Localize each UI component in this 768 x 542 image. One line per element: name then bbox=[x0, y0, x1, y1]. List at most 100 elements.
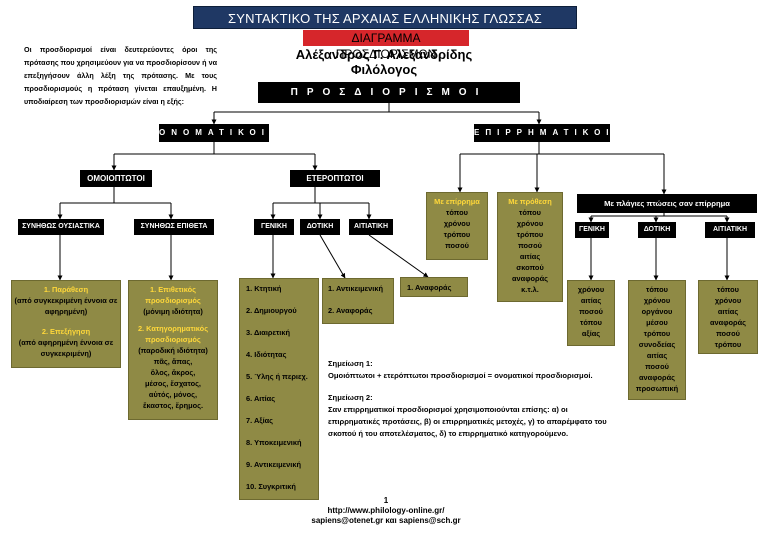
leaf-me-epirrima-word: τρόπου bbox=[443, 230, 471, 239]
leaf-plagies-dotiki-word: μέσου bbox=[646, 318, 668, 327]
leaf-plagies-dotiki-word: συνοδείας bbox=[638, 340, 676, 349]
leaf-me-prothesi-word: ποσού bbox=[518, 241, 542, 250]
leaf-dotiki-list: 1. Αντικειμενική 2. Αναφοράς bbox=[322, 278, 394, 324]
leaf-dotiki-item: 1. Αντικειμενική bbox=[328, 284, 383, 293]
leaf-ousiastika-head-1: 1. Παράθεση bbox=[43, 285, 89, 294]
note-1-title: Σημείωση 1: bbox=[328, 359, 373, 368]
leaf-ousiastika: 1. Παράθεση (από συγκεκριμένη έννοια σε … bbox=[11, 280, 121, 368]
node-synithos-epitheta: ΣΥΝΗΘΩΣ ΕΠΙΘΕΤΑ bbox=[134, 219, 214, 235]
node-onomatikoi: ΟΝΟΜΑΤΙΚΟΙ bbox=[159, 124, 269, 142]
node-root: ΠΡΟΣΔΙΟΡΙΣΜΟΙ bbox=[258, 82, 520, 103]
footer-emails: sapiens@otenet.gr και sapiens@sch.gr bbox=[311, 516, 461, 525]
leaf-geniki-item: 6. Αιτίας bbox=[246, 394, 276, 403]
leaf-me-epirrima-head: Με επίρρημα bbox=[434, 197, 480, 206]
leaf-me-epirrima-word: τόπου bbox=[446, 208, 468, 217]
note-2: Σημείωση 2: Σαν επιρρηματικοί προσδιορισ… bbox=[328, 392, 610, 440]
leaf-epitheta: 1. Επιθετικός προσδιορισμός (μόνιμη ιδιό… bbox=[128, 280, 218, 420]
leaf-geniki-item: 5. Ύλης ή περιεχ. bbox=[246, 372, 308, 381]
leaf-plagies-geniki-word: αξίας bbox=[581, 329, 601, 338]
leaf-epitheta-head-1: 1. Επιθετικός προσδιορισμός bbox=[145, 285, 201, 305]
leaf-plagies-dotiki: τόπου χρόνου οργάνου μέσου τρόπου συνοδε… bbox=[628, 280, 686, 400]
leaf-dotiki-item: 2. Αναφοράς bbox=[328, 306, 373, 315]
leaf-epitheta-word: μέσος, ἔσχατος, bbox=[145, 379, 201, 388]
node-plagies-aitiatiki: ΑΙΤΙΑΤΙΚΗ bbox=[705, 222, 755, 238]
intro-paragraph: Οι προσδιορισμοί είναι δευτερεύοντες όρο… bbox=[24, 45, 217, 106]
node-synithos-ousiastika: ΣΥΝΗΘΩΣ ΟΥΣΙΑΣΤΙΚΑ bbox=[18, 219, 104, 235]
leaf-geniki-item: 3. Διαιρετική bbox=[246, 328, 290, 337]
leaf-plagies-aitiatiki-word: τρόπου bbox=[714, 340, 742, 349]
leaf-geniki-item: 8. Υποκειμενική bbox=[246, 438, 302, 447]
leaf-plagies-dotiki-word: αιτίας bbox=[646, 351, 668, 360]
leaf-plagies-aitiatiki: τόπου χρόνου αιτίας αναφοράς ποσού τρόπο… bbox=[698, 280, 758, 354]
leaf-me-prothesi: Με πρόθεση τόπου χρόνου τρόπου ποσού αιτ… bbox=[497, 192, 563, 302]
leaf-epitheta-word: αὐτός, μόνος, bbox=[148, 390, 198, 399]
leaf-plagies-aitiatiki-word: ποσού bbox=[716, 329, 740, 338]
footer-page-number: 1 bbox=[383, 496, 389, 505]
leaf-geniki-item: 1. Κτητική bbox=[246, 284, 282, 293]
leaf-ousiastika-sub-2: (από αφηρημένη έννοια σε συγκεκριμένη) bbox=[18, 338, 114, 358]
leaf-plagies-dotiki-word: χρόνου bbox=[643, 296, 671, 305]
leaf-plagies-geniki-word: ποσού bbox=[579, 307, 603, 316]
leaf-plagies-geniki-word: αιτίας bbox=[580, 296, 602, 305]
leaf-aitiatiki-list: 1. Αναφοράς bbox=[400, 277, 468, 297]
node-omoioptotoi: ΟΜΟΙΟΠΤΩΤΟΙ bbox=[80, 170, 152, 187]
leaf-plagies-dotiki-word: προσωπική bbox=[635, 384, 679, 393]
node-plagies-ptoseis: Με πλάγιες πτώσεις σαν επίρρημα bbox=[577, 194, 757, 213]
leaf-geniki-item: 9. Αντικειμενική bbox=[246, 460, 301, 469]
leaf-me-prothesi-word: αιτίας bbox=[519, 252, 541, 261]
node-epirrimatikoi: ΕΠΙΡΡΗΜΑΤΙΚΟΙ bbox=[474, 124, 610, 142]
leaf-geniki-item: 10. Συγκριτική bbox=[246, 482, 296, 491]
title-banner: ΣΥΝΤΑΚΤΙΚΟ ΤΗΣ ΑΡΧΑΙΑΣ ΕΛΛΗΝΙΚΗΣ ΓΛΩΣΣΑΣ bbox=[193, 6, 577, 29]
leaf-ousiastika-head-2: 2. Επεξήγηση bbox=[41, 327, 91, 336]
leaf-ousiastika-sub-1: (από συγκεκριμένη έννοια σε αφηρημένη) bbox=[14, 296, 118, 316]
leaf-me-prothesi-word: κ.τ.λ. bbox=[521, 285, 539, 294]
leaf-me-prothesi-word: χρόνου bbox=[516, 219, 544, 228]
node-plagies-dotiki: ΔΟΤΙΚΗ bbox=[638, 222, 676, 238]
node-plagies-geniki: ΓΕΝΙΚΗ bbox=[575, 222, 609, 238]
note-1: Σημείωση 1: Ομοιόπτωτοι + ετερόπτωτοι πρ… bbox=[328, 358, 618, 382]
author-name: Αλέξανδρος Γ. Αλεξανδρίδης bbox=[295, 47, 473, 62]
node-eteroptotoi: ΕΤΕΡΟΠΤΩΤΟΙ bbox=[290, 170, 380, 187]
leaf-epitheta-sub-1: (μόνιμη ιδιότητα) bbox=[143, 307, 203, 316]
leaf-me-prothesi-word: σκοπού bbox=[516, 263, 544, 272]
footer-website-link[interactable]: http://www.philology-online.gr/ bbox=[327, 506, 445, 515]
leaf-plagies-dotiki-word: τόπου bbox=[646, 285, 668, 294]
leaf-epitheta-word: ἕκαστος, ἔρημος. bbox=[142, 401, 204, 410]
node-aitiatiki: ΑΙΤΙΑΤΙΚΗ bbox=[349, 219, 393, 235]
author-block: Αλέξανδρος Γ. Αλεξανδρίδης Φιλόλογος bbox=[262, 47, 506, 77]
leaf-me-prothesi-word: αναφοράς bbox=[512, 274, 548, 283]
leaf-plagies-dotiki-word: οργάνου bbox=[641, 307, 673, 316]
leaf-geniki-item: 7. Αξίας bbox=[246, 416, 274, 425]
leaf-plagies-aitiatiki-word: αναφοράς bbox=[710, 318, 746, 327]
leaf-epitheta-word: ὅλος, ἄκρος, bbox=[150, 368, 196, 377]
node-dotiki: ΔΟΤΙΚΗ bbox=[300, 219, 340, 235]
leaf-plagies-geniki: χρόνου αιτίας ποσού τόπου αξίας bbox=[567, 280, 615, 346]
leaf-epitheta-head-2: 2. Κατηγορηματικός προσδιορισμός bbox=[137, 324, 209, 344]
leaf-epitheta-word: πᾶς, ἅπας, bbox=[153, 357, 193, 366]
leaf-me-prothesi-word: τόπου bbox=[519, 208, 541, 217]
leaf-plagies-dotiki-word: τρόπου bbox=[643, 329, 671, 338]
leaf-geniki-item: 2. Δημιουργού bbox=[246, 306, 297, 315]
node-geniki: ΓΕΝΙΚΗ bbox=[254, 219, 294, 235]
leaf-geniki-list: 1. Κτητική 2. Δημιουργού 3. Διαιρετική 4… bbox=[239, 278, 319, 500]
leaf-plagies-dotiki-word: αναφοράς bbox=[639, 373, 675, 382]
leaf-plagies-geniki-word: χρόνου bbox=[577, 285, 605, 294]
leaf-me-epirrima: Με επίρρημα τόπου χρόνου τρόπου ποσού bbox=[426, 192, 488, 260]
leaf-me-prothesi-word: τρόπου bbox=[516, 230, 544, 239]
leaf-plagies-aitiatiki-word: τόπου bbox=[717, 285, 739, 294]
leaf-aitiatiki-item: 1. Αναφοράς bbox=[407, 283, 452, 292]
note-1-text: Ομοιόπτωτοι + ετερόπτωτοι προσδιορισμοί … bbox=[328, 371, 593, 380]
leaf-me-epirrima-word: χρόνου bbox=[443, 219, 471, 228]
author-role: Φιλόλογος bbox=[350, 62, 418, 77]
leaf-plagies-geniki-word: τόπου bbox=[580, 318, 602, 327]
leaf-me-prothesi-head: Με πρόθεση bbox=[508, 197, 552, 206]
footer: 1 http://www.philology-online.gr/ sapien… bbox=[298, 496, 474, 526]
leaf-plagies-dotiki-word: ποσού bbox=[645, 362, 669, 371]
leaf-epitheta-sub-2: (παροδική ιδιότητα) bbox=[138, 346, 208, 355]
note-2-text: Σαν επιρρηματικοί προσδιορισμοί χρησιμοπ… bbox=[328, 405, 607, 438]
leaf-plagies-aitiatiki-word: χρόνου bbox=[714, 296, 742, 305]
leaf-plagies-aitiatiki-word: αιτίας bbox=[717, 307, 739, 316]
leaf-me-epirrima-word: ποσού bbox=[445, 241, 469, 250]
note-2-title: Σημείωση 2: bbox=[328, 393, 373, 402]
leaf-geniki-item: 4. Ιδιότητας bbox=[246, 350, 287, 359]
